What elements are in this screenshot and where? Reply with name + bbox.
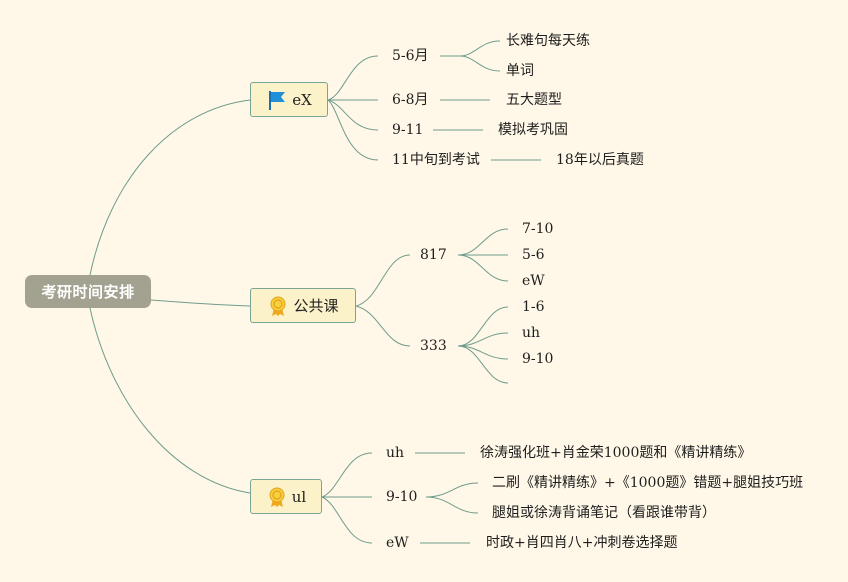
leaf-topic-label[interactable]: 1-6 — [522, 299, 545, 315]
connector-b0-c3 — [327, 99, 379, 161]
leaf-topic-label[interactable]: 长难句每天练 — [506, 33, 590, 49]
connector-b1-c1 — [355, 305, 411, 347]
leaf-topic-label[interactable]: 单词 — [506, 63, 534, 79]
leaf-topic-label[interactable]: 二刷《精讲精练》+《1000题》错题+腿姐技巧班 — [492, 475, 804, 491]
connector-b1-c1-g0 — [457, 306, 509, 347]
root-topic[interactable]: 考研时间安排 — [25, 275, 151, 308]
subtopic-label[interactable]: uh — [386, 445, 405, 461]
connector-b2-c1-g1 — [425, 496, 479, 514]
connector-root-branch-2 — [89, 307, 251, 494]
connector-b1-c1-g1 — [457, 332, 509, 347]
subtopic-label[interactable]: 11中旬到考试 — [392, 152, 480, 168]
award-ribbon-icon — [267, 295, 289, 317]
leaf-topic-label[interactable]: 模拟考巩固 — [498, 122, 568, 138]
leaf-topic-label[interactable]: 7-10 — [522, 221, 554, 237]
connector-b1-c0-g0 — [457, 228, 509, 256]
leaf-topic-label[interactable]: 腿姐或徐涛背诵笔记（看跟谁带背） — [492, 505, 716, 521]
connector-b2-c2 — [321, 496, 373, 544]
root-topic-label: 考研时间安排 — [41, 283, 135, 301]
connector-b2-c0 — [321, 452, 373, 498]
subtopic-label[interactable]: eW — [386, 535, 409, 551]
award-ribbon-icon — [266, 486, 288, 508]
subtopic-label[interactable]: 817 — [420, 247, 447, 263]
leaf-topic-label[interactable]: 时政+肖四肖八+冲刺卷选择题 — [486, 535, 678, 551]
connector-b0-c0 — [327, 55, 379, 101]
subtopic-label[interactable]: 9-11 — [392, 122, 424, 138]
connector-b2-c1-g0 — [425, 482, 479, 498]
connector-b0-c0-g0 — [440, 40, 501, 57]
connector-b0-c2 — [327, 99, 379, 131]
connector-root-branch-1 — [150, 299, 251, 307]
leaf-topic-label[interactable]: 5-6 — [522, 247, 545, 263]
leaf-topic-label[interactable]: 五大题型 — [506, 92, 562, 108]
leaf-topic-label[interactable]: 9-10 — [522, 351, 554, 367]
subtopic-label[interactable]: 5-6月 — [392, 48, 429, 64]
leaf-topic-label[interactable]: 徐涛强化班+肖金荣1000题和《精讲精练》 — [480, 445, 752, 461]
connector-b0-c0-g1 — [440, 55, 501, 72]
connector-b1-c1-g3 — [457, 345, 509, 384]
leaf-topic-label[interactable]: eW — [522, 273, 545, 289]
flag-icon — [266, 89, 288, 111]
branch-topic-politics[interactable]: ul — [250, 479, 322, 514]
branch-topic-public-course[interactable]: 公共课 — [250, 288, 356, 323]
connector-b1-c0 — [355, 254, 411, 307]
connector-root-branch-0 — [89, 99, 251, 276]
leaf-topic-label[interactable]: uh — [522, 325, 541, 341]
subtopic-label[interactable]: 6-8月 — [392, 92, 429, 108]
branch-topic-label: 公共课 — [293, 297, 339, 315]
subtopic-label[interactable]: 9-10 — [386, 489, 418, 505]
leaf-topic-label[interactable]: 18年以后真题 — [556, 152, 644, 168]
branch-topic-english[interactable]: eX — [250, 82, 328, 117]
branch-topic-label: eX — [292, 90, 312, 109]
connector-b1-c0-g2 — [457, 254, 509, 282]
subtopic-label[interactable]: 333 — [420, 338, 447, 354]
branch-topic-label: ul — [291, 487, 307, 506]
